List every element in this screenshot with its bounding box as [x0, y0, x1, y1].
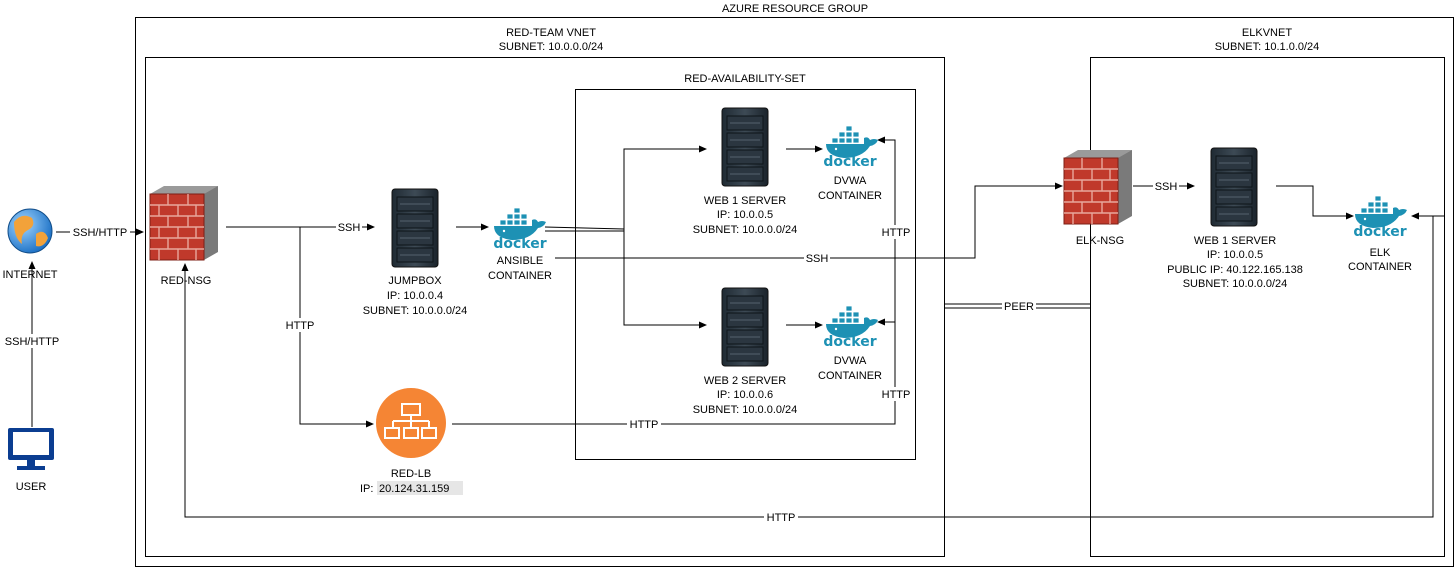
elk-label-1: ELK [1370, 247, 1391, 259]
dvwa2-label-1: DVWA [834, 355, 867, 367]
firewall-icon [1063, 149, 1133, 225]
jumpbox-node[interactable]: JUMPBOX IP: 10.0.0.4 SUBNET: 10.0.0.0/24 [363, 188, 468, 317]
web2-ip: IP: 10.0.0.6 [717, 389, 773, 401]
server-icon [1210, 147, 1258, 227]
edge-label-web2-http: HTTP [882, 389, 911, 401]
jumpbox-ip: IP: 10.0.0.4 [387, 290, 443, 302]
dvwa2-container-node[interactable]: docker DVWA CONTAINER [818, 305, 882, 382]
docker-wordmark: docker [1353, 224, 1406, 240]
edge-label-user-internet: SSH/HTTP [5, 336, 59, 348]
availability-set-box [575, 89, 916, 460]
edge-label-nsg-jumpbox: SSH [338, 222, 361, 234]
firewall-icon [149, 185, 219, 261]
edge-label-nsg-lb: HTTP [286, 320, 315, 332]
red-lb-ip: 20.124.31.159 [379, 483, 449, 495]
user-label: USER [16, 481, 47, 493]
ansible-container-node[interactable]: docker ANSIBLE CONTAINER [488, 207, 552, 282]
red-vnet-subnet: SUBNET: 10.0.0.0/24 [499, 41, 604, 53]
globe-icon [7, 208, 53, 254]
server-icon [721, 107, 769, 187]
dvwa2-label-2: CONTAINER [818, 370, 882, 382]
edge-nsg-lb [299, 227, 374, 428]
elk-container-node[interactable]: docker ELK CONTAINER [1348, 195, 1412, 273]
edge-label-internet-nsg: SSH/HTTP [73, 227, 127, 239]
dvwa1-label-2: CONTAINER [818, 190, 882, 202]
availability-set-title: RED-AVAILABILITY-SET [684, 73, 806, 85]
edge-label-peer: PEER [1004, 301, 1034, 313]
docker-wordmark: docker [823, 334, 876, 350]
docker-icon: docker [1353, 195, 1408, 240]
edge-ansible-split [544, 226, 625, 230]
elk-server-subnet: SUBNET: 10.0.0.0/24 [1183, 278, 1288, 290]
red-lb-ip-prefix: IP: [360, 483, 373, 495]
web1-subnet: SUBNET: 10.0.0.0/24 [693, 224, 798, 236]
elk-nsg-node[interactable]: ELK-NSG [1063, 149, 1133, 247]
ansible-label-2: CONTAINER [488, 270, 552, 282]
red-vnet-box [145, 57, 945, 557]
edge-lb-dvwa1 [452, 136, 896, 425]
web1-ip: IP: 10.0.0.5 [717, 209, 773, 221]
elk-nsg-label: ELK-NSG [1076, 235, 1124, 247]
docker-wordmark: docker [493, 236, 546, 252]
web2-subnet: SUBNET: 10.0.0.0/24 [693, 404, 798, 416]
user-node[interactable]: USER [8, 428, 54, 493]
jumpbox-subnet: SUBNET: 10.0.0.0/24 [363, 305, 468, 317]
edge-label-ansible-elk: SSH [806, 253, 829, 265]
edge-labels: SSH/HTTP SSH/HTTP SSH HTTP SSH HTTP HTTP… [2, 179, 1179, 524]
dvwa1-container-node[interactable]: docker DVWA CONTAINER [818, 125, 882, 202]
elk-label-2: CONTAINER [1348, 261, 1412, 273]
docker-wordmark: docker [823, 154, 876, 170]
edge-bottom-http [181, 216, 1434, 518]
resource-group-title: AZURE RESOURCE GROUP [722, 3, 868, 15]
elk-server-node[interactable]: WEB 1 SERVER IP: 10.0.0.5 PUBLIC IP: 40.… [1167, 147, 1303, 290]
elk-vnet-title: ELKVNET [1242, 27, 1292, 39]
azure-resource-group-box [135, 17, 1454, 567]
elk-server-public-ip: PUBLIC IP: 40.122.165.138 [1167, 264, 1303, 276]
edge-label-lb-web: HTTP [630, 419, 659, 431]
red-nsg-node[interactable]: RED-NSG [149, 185, 219, 287]
elk-server-ip: IP: 10.0.0.5 [1207, 249, 1263, 261]
edge-ansible-web1 [623, 145, 707, 229]
server-icon [391, 188, 439, 268]
web1-server-node[interactable]: WEB 1 SERVER IP: 10.0.0.5 SUBNET: 10.0.0… [693, 107, 798, 236]
internet-node[interactable]: INTERNET [3, 208, 58, 281]
docker-icon: docker [823, 305, 879, 350]
load-balancer-icon [376, 388, 446, 458]
web2-name: WEB 2 SERVER [704, 375, 786, 387]
edge-ansible-elknsg [555, 182, 1063, 259]
edge-ansible-web2 [623, 229, 707, 329]
web1-name: WEB 1 SERVER [704, 195, 786, 207]
edge-label-elknsg-server: SSH [1155, 181, 1178, 193]
web2-server-node[interactable]: WEB 2 SERVER IP: 10.0.0.6 SUBNET: 10.0.0… [693, 287, 798, 416]
red-lb-name: RED-LB [391, 468, 431, 480]
connectors [28, 136, 1444, 518]
edge-label-bottom-http: HTTP [767, 512, 796, 524]
monitor-icon [8, 428, 54, 470]
elk-vnet-subnet: SUBNET: 10.1.0.0/24 [1215, 41, 1320, 53]
red-vnet-title: RED-TEAM VNET [506, 27, 596, 39]
elk-vnet-box [1090, 57, 1445, 557]
jumpbox-name: JUMPBOX [388, 275, 442, 287]
edge-server-elk [1276, 185, 1354, 220]
docker-icon: docker [493, 207, 547, 252]
red-nsg-label: RED-NSG [161, 275, 212, 287]
internet-label: INTERNET [3, 269, 58, 281]
server-icon [721, 287, 769, 367]
elk-server-name: WEB 1 SERVER [1194, 235, 1276, 247]
ansible-label-1: ANSIBLE [497, 255, 543, 267]
dvwa1-label-1: DVWA [834, 175, 867, 187]
docker-icon: docker [823, 125, 879, 170]
red-lb-node[interactable]: RED-LB IP: 20.124.31.159 [360, 388, 463, 495]
edge-label-web1-http: HTTP [882, 227, 911, 239]
